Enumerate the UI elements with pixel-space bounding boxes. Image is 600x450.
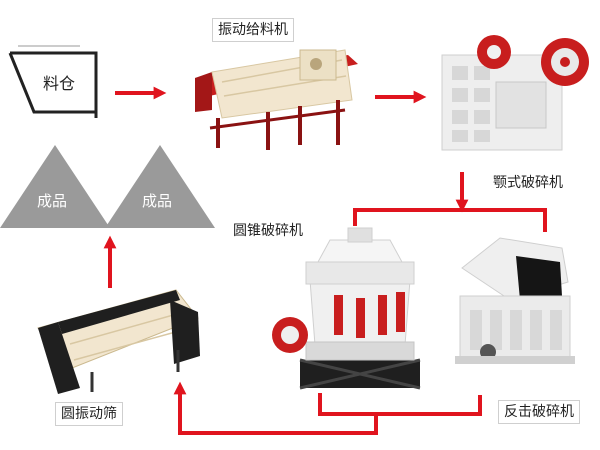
vibrating-screen-icon <box>37 289 200 394</box>
line-crushers-to-screen <box>318 393 376 416</box>
line-impact-return <box>376 395 482 416</box>
bin-icon <box>8 45 98 118</box>
cone-crusher-label: 圆锥破碎机 <box>228 220 308 242</box>
arrow-to-screen <box>173 381 378 435</box>
product-pile-right <box>105 145 215 228</box>
line-jaw-split <box>353 208 547 232</box>
bin-label: 料仓 <box>43 74 76 93</box>
vibrating-feeder-icon <box>195 49 358 150</box>
flow-arrows <box>103 86 547 435</box>
feeder-label: 振动给料机 <box>212 18 294 42</box>
cone-crusher-icon <box>272 227 421 390</box>
product-left-label: 成品 <box>37 192 68 210</box>
impact-crusher-label: 反击破碎机 <box>498 400 580 424</box>
jaw-crusher-icon <box>441 35 589 151</box>
jaw-crusher-label: 颚式破碎机 <box>488 172 568 194</box>
impact-crusher-icon <box>455 237 575 364</box>
product-right-label: 成品 <box>142 192 173 210</box>
screen-label: 圆振动筛 <box>55 402 123 426</box>
product-pile-left <box>0 145 110 228</box>
